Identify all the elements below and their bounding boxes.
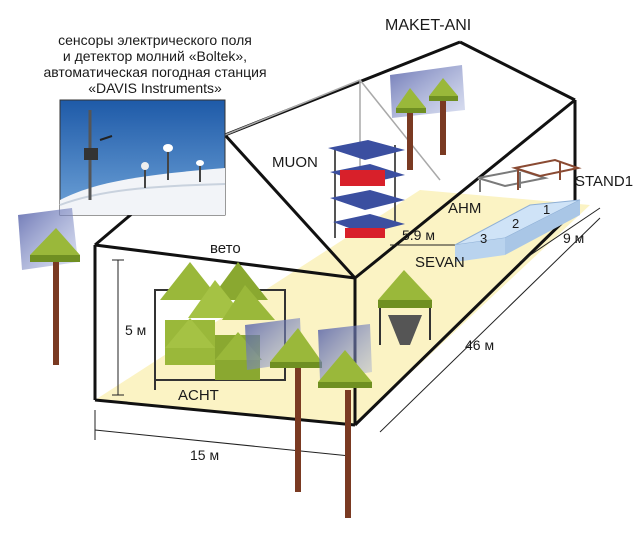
label-dist-5: 5 м	[125, 322, 146, 338]
label-maket-ani: MAKET-ANI	[385, 17, 471, 34]
label-dist-9: 9 м	[563, 230, 584, 246]
caption-line-1: сенсоры электрического поля	[58, 32, 252, 48]
label-stand1: STAND1	[575, 173, 633, 190]
sensor-pole-left	[18, 208, 80, 365]
label-dist-5-9: 5.9 м	[402, 227, 435, 243]
stand-slab-2: 2	[512, 216, 519, 231]
label-dist-15: 15 м	[190, 447, 219, 463]
caption-line-3: автоматическая погодная станция	[43, 64, 267, 80]
caption-line-2: и детектор молний «Boltek»,	[62, 48, 248, 64]
dimension-lines	[94, 207, 601, 468]
stand1-structure	[477, 158, 582, 192]
weather-station-caption: сенсоры электрического поля и детектор м…	[20, 32, 290, 96]
label-ahm: AHM	[448, 200, 481, 217]
caption-line-4: «DAVIS Instruments»	[88, 80, 222, 96]
label-veto: вето	[210, 240, 241, 257]
sensor-poles-top	[390, 65, 465, 170]
sensor-poles-front	[245, 318, 372, 518]
label-acht: ACHT	[178, 387, 219, 404]
sevan-detector	[378, 270, 432, 345]
stand-slab-3: 3	[480, 231, 487, 246]
label-dist-46: 46 м	[465, 337, 494, 353]
stand1-scintillators	[454, 199, 581, 262]
acht-detector-array	[154, 262, 286, 390]
weather-station-photo	[59, 99, 226, 216]
label-sevan: SEVAN	[415, 254, 465, 271]
stand-slab-1: 1	[543, 202, 550, 217]
label-muon: MUON	[272, 154, 318, 171]
muon-detector	[328, 140, 405, 238]
